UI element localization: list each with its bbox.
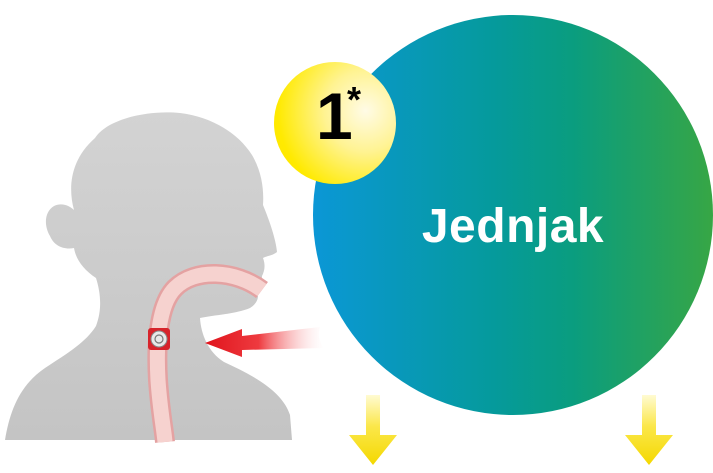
down-arrow-icon (621, 395, 677, 467)
down-arrow-icon (345, 395, 401, 467)
pointer-arrow-icon (205, 327, 324, 357)
topic-title: Jednjak (313, 198, 713, 256)
step-star-mark: * (347, 82, 361, 118)
